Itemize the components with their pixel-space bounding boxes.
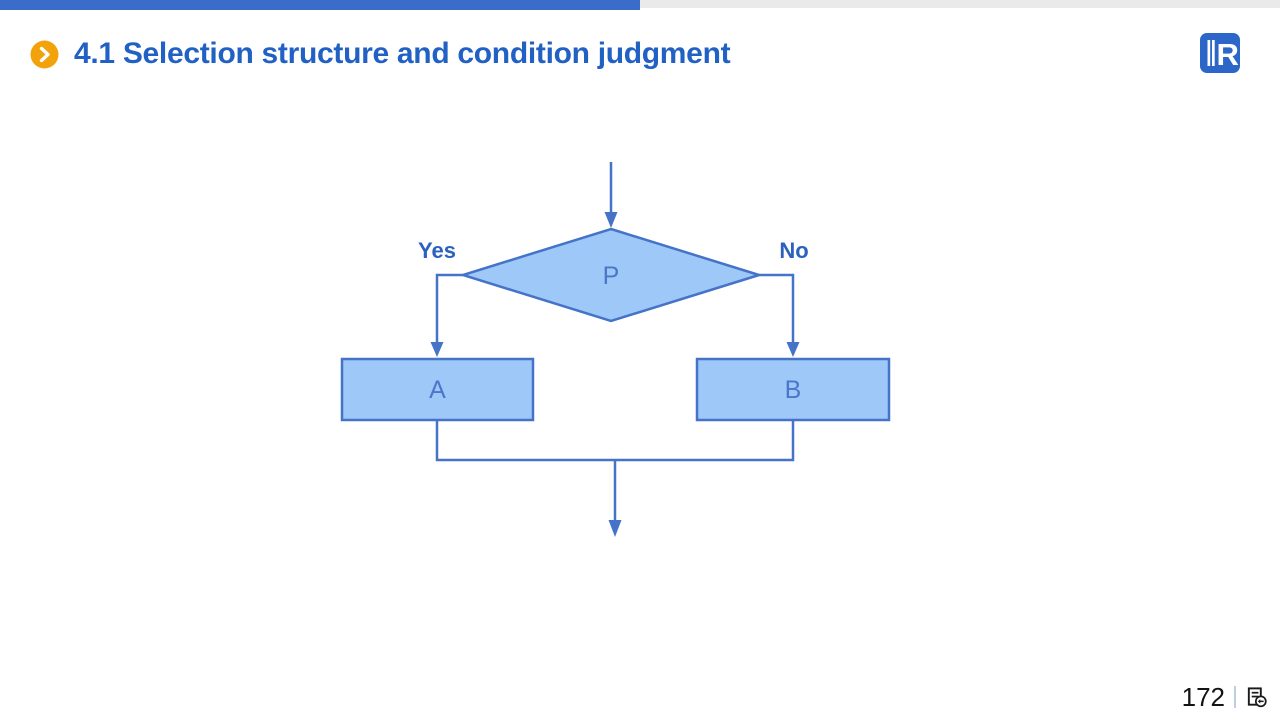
arrowhead-exit-icon	[608, 520, 622, 537]
slide-title: 4.1 Selection structure and condition ju…	[74, 37, 731, 70]
decision-node	[458, 227, 764, 323]
decision-label: P	[603, 262, 620, 290]
process-a-label: A	[429, 376, 446, 404]
logo-bar-icon	[1207, 40, 1211, 66]
chevron-right-circle-icon	[30, 40, 59, 69]
arrowhead-into-b-icon	[786, 342, 800, 357]
footer: 172	[1182, 684, 1268, 710]
header: 4.1 Selection structure and condition ju…	[30, 37, 731, 71]
return-to-contents-icon[interactable]	[1245, 686, 1268, 709]
no-label: No	[779, 238, 808, 263]
arrowhead-into-a-icon	[430, 342, 444, 357]
footer-divider	[1234, 686, 1236, 708]
logo-letter: R	[1217, 37, 1239, 72]
edge-decision-to-a	[435, 273, 463, 343]
process-b-label: B	[785, 376, 802, 404]
arrowhead-into-decision-icon	[604, 212, 618, 228]
edge-merge	[435, 420, 795, 462]
logo-bar-icon	[1212, 40, 1215, 66]
topbar-accent-gray	[640, 0, 1280, 8]
edge-decision-to-b	[759, 273, 795, 343]
yes-label: Yes	[418, 238, 456, 263]
topbar-accent-blue	[0, 0, 640, 10]
process-node-b	[695, 357, 891, 422]
publisher-logo: R	[1199, 32, 1241, 74]
page-number: 172	[1181, 682, 1225, 712]
